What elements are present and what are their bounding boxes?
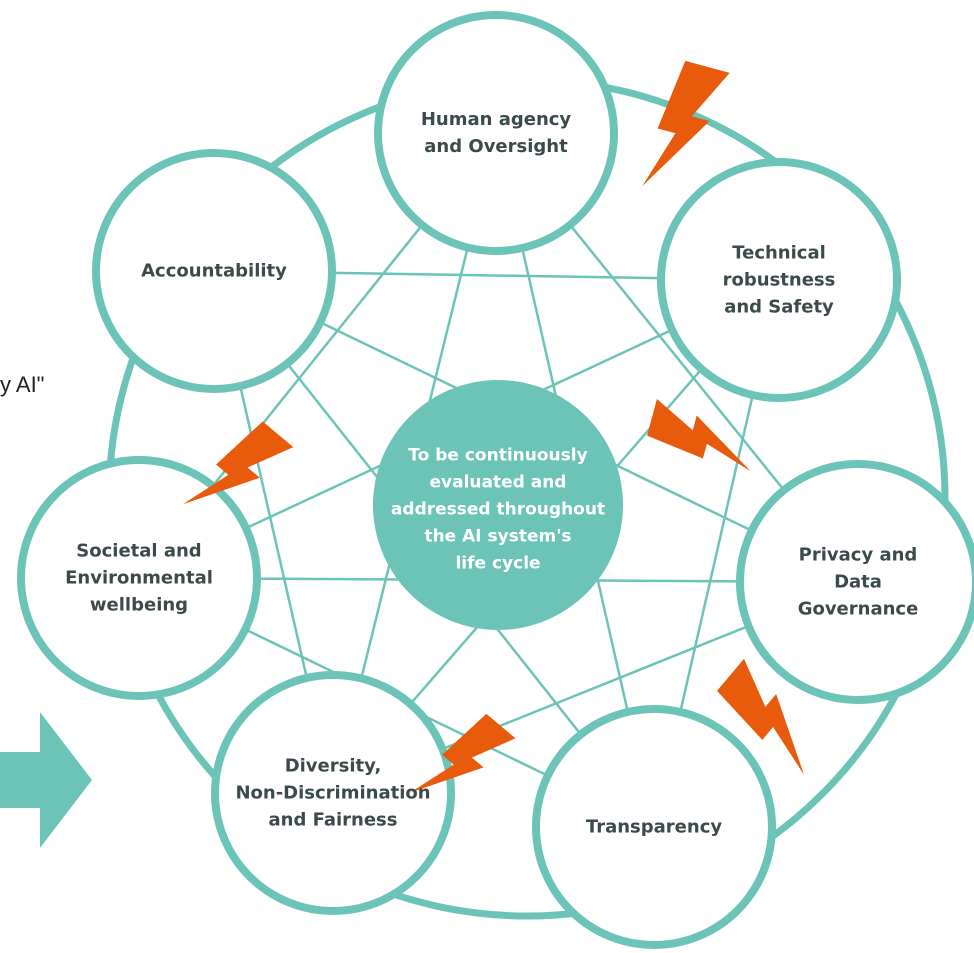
node-label-human-agency: Human agency and Oversight xyxy=(420,109,572,157)
lightning-bolt-icon xyxy=(410,713,516,793)
right-arrow-icon xyxy=(0,712,92,848)
node-circle-privacy xyxy=(736,460,974,704)
lightning-bolt-icon xyxy=(182,421,294,505)
center-circle xyxy=(373,380,623,630)
requirement-circles xyxy=(17,11,974,949)
node-label-technical-robustness: Technical robustness and Safety xyxy=(722,242,836,318)
lightning-bolt-icon xyxy=(642,60,730,187)
node-label-societal: Societal and Environmental wellbeing xyxy=(65,540,213,616)
node-label-transparency: Transparency xyxy=(585,816,723,838)
node-label-diversity: Diversity, Non-Discrimination and Fairne… xyxy=(235,755,431,831)
node-circle-technical-robustness xyxy=(657,158,901,402)
node-label-privacy: Privacy and Data Governance xyxy=(797,544,919,620)
node-circle-accountability xyxy=(92,149,336,393)
node-circle-diversity xyxy=(211,671,455,915)
lightning-bolt-icon xyxy=(647,398,751,472)
left-text-fragment: y AI" xyxy=(0,372,45,397)
node-label-accountability: Accountability xyxy=(141,260,287,282)
center-label: To be continuously evaluated and address… xyxy=(390,445,606,574)
lightning-bolt-icon xyxy=(717,658,805,775)
node-circle-transparency xyxy=(532,705,776,949)
node-circle-human-agency xyxy=(374,11,618,255)
node-circle-societal xyxy=(17,456,261,700)
warning-bolts xyxy=(182,60,805,793)
